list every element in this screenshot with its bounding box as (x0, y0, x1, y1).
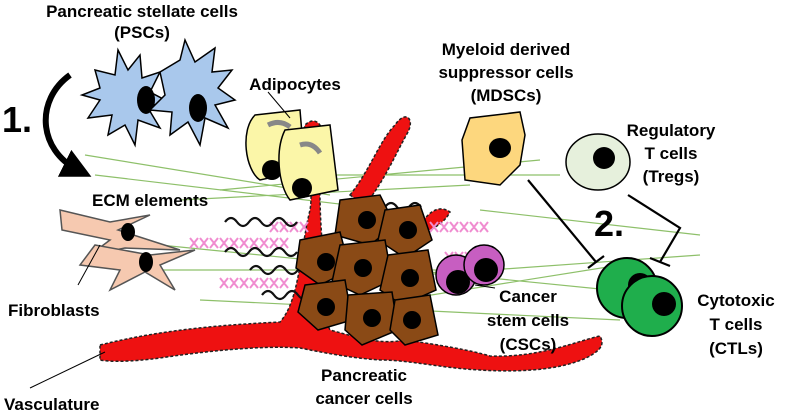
cytotoxic-t-cell (621, 275, 683, 337)
csc-label-line2: stem cells (487, 311, 569, 330)
treg-label-line2: T cells (645, 144, 698, 163)
adipocyte (278, 124, 339, 201)
mdsc-label-line2: suppressor cells (438, 63, 573, 82)
pscs-abbrev-label: (PSCs) (114, 23, 170, 42)
step1-cycle-arrow (42, 72, 92, 177)
mdsc-label-line1: Myeloid derived (442, 40, 570, 59)
step-2-label: 2. (594, 203, 624, 244)
vasculature-label: Vasculature (4, 395, 99, 414)
pancreatic-stellate-cell (79, 47, 167, 148)
fibroblasts-label: Fibroblasts (8, 301, 100, 320)
ctl-label-line2: T cells (710, 315, 763, 334)
myeloid-derived-suppressor-cell (461, 111, 526, 186)
ecm-label: ECM elements (92, 191, 208, 210)
treg-label-line3: (Tregs) (643, 167, 700, 186)
adipocytes-label: Adipocytes (249, 75, 341, 94)
ctl-label-line3: (CTLs) (709, 339, 763, 358)
pscs-label: Pancreatic stellate cells (46, 2, 238, 21)
csc-label-line3: (CSCs) (500, 335, 557, 354)
csc-label-line1: Cancer (499, 287, 557, 306)
inhibition-arrows (527, 179, 682, 269)
treg-label-line1: Regulatory (627, 121, 716, 140)
regulatory-t-cell (565, 133, 631, 191)
cancer-cell-nuclei (317, 211, 421, 329)
pcc-label-line2: cancer cells (315, 389, 412, 408)
mdsc-label-line3: (MDSCs) (471, 86, 542, 105)
pcc-label-line1: Pancreatic (321, 366, 407, 385)
pancreatic-stellate-cell (148, 37, 237, 148)
ctl-label-line1: Cytotoxic (697, 291, 774, 310)
label-leaders (29, 91, 496, 389)
cancer-stem-cell (463, 244, 505, 286)
step-1-label: 1. (2, 99, 32, 140)
fibroblast (59, 209, 196, 292)
